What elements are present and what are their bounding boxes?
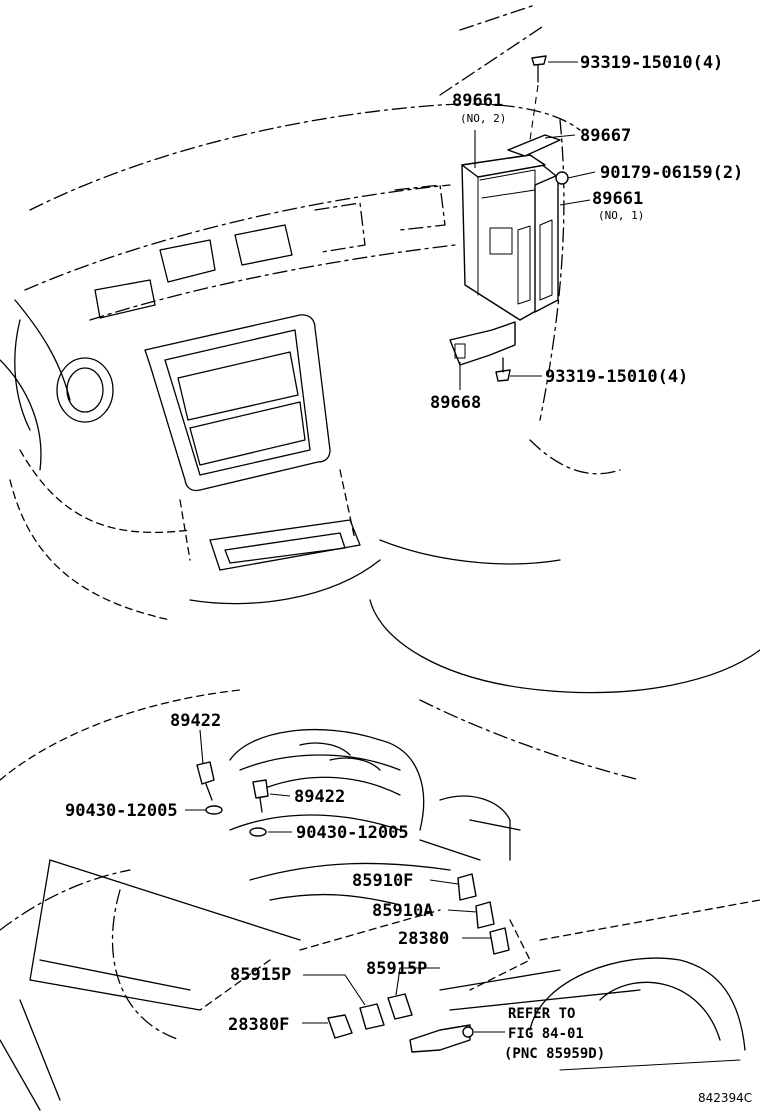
- callout-ecu-no2-note: (NO, 2): [460, 112, 506, 125]
- callout-ecu-no1: 89661: [592, 189, 643, 209]
- callout-screw-bottom: 93319-15010(4): [545, 367, 688, 387]
- callout-relay-f: 85910F: [352, 871, 413, 891]
- callout-relay-p-left: 85915P: [230, 965, 291, 985]
- callout-gasket-right: 90430-12005: [296, 823, 409, 843]
- callout-bracket-top: 89667: [580, 126, 631, 146]
- lower-parts: [196, 761, 510, 1053]
- callout-gasket-left: 90430-12005: [65, 801, 178, 821]
- callout-sensor-upper: 89422: [170, 711, 221, 731]
- reference-line-2: FIG 84-01: [508, 1026, 584, 1042]
- callout-bracket-bottom: 89668: [430, 393, 481, 413]
- callout-relay-28380f: 28380F: [228, 1015, 289, 1035]
- reference-line-3: (PNC 85959D): [504, 1046, 605, 1062]
- callout-ecu-no2: 89661: [452, 91, 503, 111]
- dashboard-outline: [0, 4, 621, 621]
- lower-leaders: [185, 729, 505, 1033]
- figure-number: 842394C: [698, 1091, 752, 1105]
- callout-screw-top: 93319-15010(4): [580, 53, 723, 73]
- callout-bolt: 90179-06159(2): [600, 163, 743, 183]
- reference-line-1: REFER TO: [508, 1006, 575, 1022]
- callout-sensor-lower: 89422: [294, 787, 345, 807]
- callout-relay-a: 85910A: [372, 901, 433, 921]
- engine-bay-outline: [0, 599, 760, 1111]
- ecu-leaders: [459, 61, 596, 390]
- callout-relay-28380: 28380: [398, 929, 449, 949]
- ecu-assembly: [449, 55, 569, 382]
- callout-ecu-no1-note: (NO, 1): [598, 209, 644, 222]
- callout-relay-p-right: 85915P: [366, 959, 427, 979]
